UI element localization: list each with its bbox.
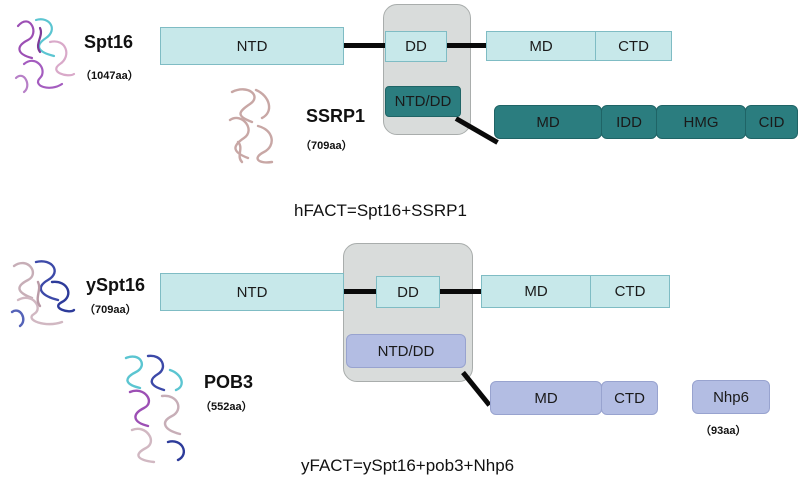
ssrp1-idd-domain: IDD [601, 105, 657, 139]
spt16-label: Spt16 [84, 32, 134, 52]
spt16-linker-ntd-dd [344, 43, 386, 48]
spt16-structure-icon [14, 18, 76, 94]
yspt16-linker-dd-md [440, 289, 482, 294]
ssrp1-hmg-domain: HMG [656, 105, 746, 139]
ssrp1-length: （709aa） [300, 140, 353, 152]
spt16-length: （1047aa） [80, 70, 139, 82]
pob3-md-domain: MD [490, 381, 602, 415]
hfact-caption: hFACT=Spt16+SSRP1 [294, 201, 467, 220]
yspt16-linker-ntd-dd [344, 289, 376, 294]
yspt16-label: ySpt16 [86, 275, 146, 295]
yspt16-ntd-domain: NTD [160, 273, 344, 311]
spt16-ctd-domain: CTD [595, 31, 672, 61]
pob3-linker [461, 370, 492, 407]
pob3-ntd-dd-domain: NTD/DD [346, 334, 466, 368]
yfact-caption: yFACT=ySpt16+pob3+Nhp6 [301, 456, 515, 475]
yspt16-md-domain: MD [481, 275, 591, 308]
ssrp1-md-domain: MD [494, 105, 602, 139]
pob3-length: （552aa） [200, 401, 253, 413]
nhp6-domain: Nhp6 [692, 380, 770, 414]
spt16-linker-dd-md [446, 43, 486, 48]
spt16-md-domain: MD [486, 31, 596, 61]
yspt16-length: （709aa） [84, 304, 137, 316]
spt16-dd-domain: DD [385, 31, 447, 62]
yspt16-ctd-domain: CTD [590, 275, 670, 308]
spt16-ntd-domain: NTD [160, 27, 344, 65]
yspt16-dd-domain: DD [376, 276, 440, 308]
pob3-label: POB3 [204, 372, 254, 392]
ssrp1-ntd-dd-domain: NTD/DD [385, 86, 461, 117]
ssrp1-structure-icon [228, 88, 274, 164]
ssrp1-label: SSRP1 [306, 106, 366, 126]
nhp6-length: （93aa） [700, 425, 747, 437]
yspt16-structure-icon [10, 260, 76, 328]
pob3-structure-icon [124, 354, 185, 464]
pob3-ctd-domain: CTD [601, 381, 658, 415]
ssrp1-cid-domain: CID [745, 105, 798, 139]
